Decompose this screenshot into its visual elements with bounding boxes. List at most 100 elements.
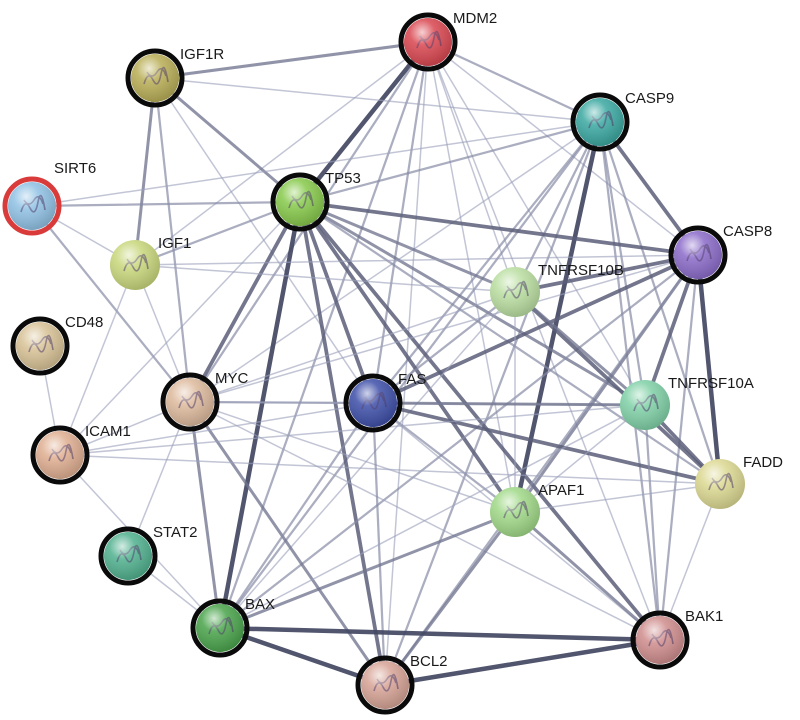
- edge-tnfrsf10a-bax: [219, 404, 646, 629]
- edge-tnfrsf10b-fas: [371, 290, 517, 405]
- node-igf1r[interactable]: IGF1R: [125, 46, 224, 108]
- edge-mdm2-tp53: [297, 39, 431, 205]
- node-label: FADD: [743, 454, 783, 471]
- edge-mdm2-tnfrsf10a: [427, 41, 646, 406]
- node-bak1[interactable]: BAK1: [630, 608, 723, 670]
- node-ring: [125, 48, 185, 108]
- node-bax[interactable]: BAX: [190, 596, 275, 658]
- edge-casp9-myc: [189, 121, 601, 403]
- edge-tp53-tnfrsf10b: [298, 200, 517, 294]
- node-sirt6[interactable]: SIRT6: [2, 160, 96, 236]
- node-gloss: [620, 380, 670, 430]
- node-ring: [10, 316, 70, 376]
- edge-fas-icam1: [59, 402, 374, 456]
- node-stat2[interactable]: STAT2: [98, 524, 197, 586]
- node-tnfrsf10b[interactable]: TNFRSF10B: [490, 262, 624, 317]
- node-gloss: [490, 487, 540, 537]
- edge-casp9-fadd: [598, 120, 722, 486]
- node-ring: [398, 12, 458, 72]
- node-fadd[interactable]: FADD: [695, 454, 783, 509]
- edge-casp9-tnfrsf10a: [598, 120, 647, 407]
- edge-apaf1-bax: [218, 510, 517, 630]
- node-gloss: [404, 18, 452, 66]
- node-gloss: [695, 459, 745, 509]
- edge-apaf1-bak1: [513, 510, 662, 642]
- edge-casp8-igf1: [134, 254, 699, 266]
- edge-casp8-fadd: [695, 252, 723, 487]
- node-label: IGF1R: [180, 46, 224, 63]
- edge-casp9-bak1: [598, 120, 662, 642]
- node-ring: [160, 372, 220, 432]
- edge-sirt6-tp53: [30, 200, 302, 208]
- node-igf1[interactable]: IGF1: [110, 235, 191, 290]
- node-ring: [98, 526, 158, 586]
- edge-sirt6-casp9: [31, 121, 601, 207]
- edge-tp53-tnfrsf10a: [298, 200, 647, 407]
- node-label: FAS: [398, 371, 426, 388]
- node-ring: [355, 655, 415, 715]
- node-myc[interactable]: MYC: [160, 370, 249, 432]
- node-gloss: [490, 267, 540, 317]
- node-label: TNFRSF10A: [668, 375, 754, 392]
- edge-tnfrsf10b-fadd: [513, 290, 722, 486]
- query-ring: [2, 176, 62, 236]
- edge-igf1r-tp53: [153, 76, 302, 204]
- node-ring: [668, 225, 728, 285]
- edge-tp53-apaf1: [298, 200, 517, 514]
- edge-tnfrsf10a-bak1: [643, 403, 662, 642]
- edge-fadd-apaf1: [514, 483, 721, 513]
- edge-tnfrsf10b-bax: [219, 291, 516, 629]
- node-label: BAX: [245, 596, 275, 613]
- edge-igf1r-myc: [153, 76, 192, 404]
- edge-myc-apaf1: [189, 401, 516, 513]
- node-gloss: [166, 378, 214, 426]
- node-gloss: [349, 379, 397, 427]
- node-apaf1[interactable]: APAF1: [490, 482, 584, 537]
- node-label: BAK1: [685, 608, 723, 625]
- node-bcl2[interactable]: BCL2: [355, 653, 448, 715]
- node-gloss: [110, 240, 160, 290]
- edge-bcl2-bak1: [382, 637, 663, 688]
- node-ring: [630, 610, 690, 670]
- edge-myc-bax: [188, 400, 222, 630]
- edge-igf1-tnfrsf10b: [134, 264, 516, 293]
- node-casp9[interactable]: CASP9: [570, 90, 674, 152]
- node-gloss: [361, 661, 409, 709]
- edge-fas-bax: [218, 401, 375, 630]
- edge-mdm2-igf1: [134, 41, 429, 266]
- edge-tp53-fadd: [298, 200, 722, 486]
- edge-icam1-fadd: [59, 454, 721, 485]
- node-label: MYC: [215, 370, 249, 387]
- edge-casp9-tp53: [298, 120, 602, 204]
- node-gloss: [636, 616, 684, 664]
- node-label: BCL2: [410, 653, 448, 670]
- edge-tp53-bcl2: [298, 200, 387, 687]
- node-ring: [270, 172, 330, 232]
- edge-mdm2-igf1r: [153, 40, 430, 80]
- node-mdm2[interactable]: MDM2: [398, 10, 497, 72]
- edge-igf1r-casp9: [154, 77, 601, 123]
- node-gloss: [16, 322, 64, 370]
- edge-tp53-myc: [188, 200, 302, 404]
- node-ring: [190, 598, 250, 658]
- edge-apaf1-bcl2: [383, 510, 517, 687]
- node-label: CASP8: [723, 223, 772, 240]
- node-label: MDM2: [453, 10, 497, 27]
- node-tnfrsf10a[interactable]: TNFRSF10A: [620, 375, 754, 430]
- node-label: CASP9: [625, 90, 674, 107]
- edge-casp8-tnfrsf10b: [513, 253, 700, 294]
- node-label: ICAM1: [85, 423, 131, 440]
- edge-fas-tnfrsf10a: [371, 401, 647, 407]
- edge-icam1-tnfrsf10a: [59, 404, 646, 456]
- edge-casp9-tnfrsf10b: [513, 120, 602, 294]
- edge-tnfrsf10b-myc: [189, 291, 516, 403]
- edge-sirt6-myc: [30, 204, 192, 404]
- edge-bax-bak1: [217, 625, 663, 643]
- node-tp53[interactable]: TP53: [270, 170, 361, 232]
- edge-igf1r-igf1: [133, 76, 157, 267]
- node-label: TP53: [325, 170, 361, 187]
- node-icam1[interactable]: ICAM1: [30, 423, 131, 485]
- node-fas[interactable]: FAS: [343, 371, 426, 433]
- node-casp8[interactable]: CASP8: [668, 223, 772, 285]
- node-cd48[interactable]: CD48: [10, 314, 103, 376]
